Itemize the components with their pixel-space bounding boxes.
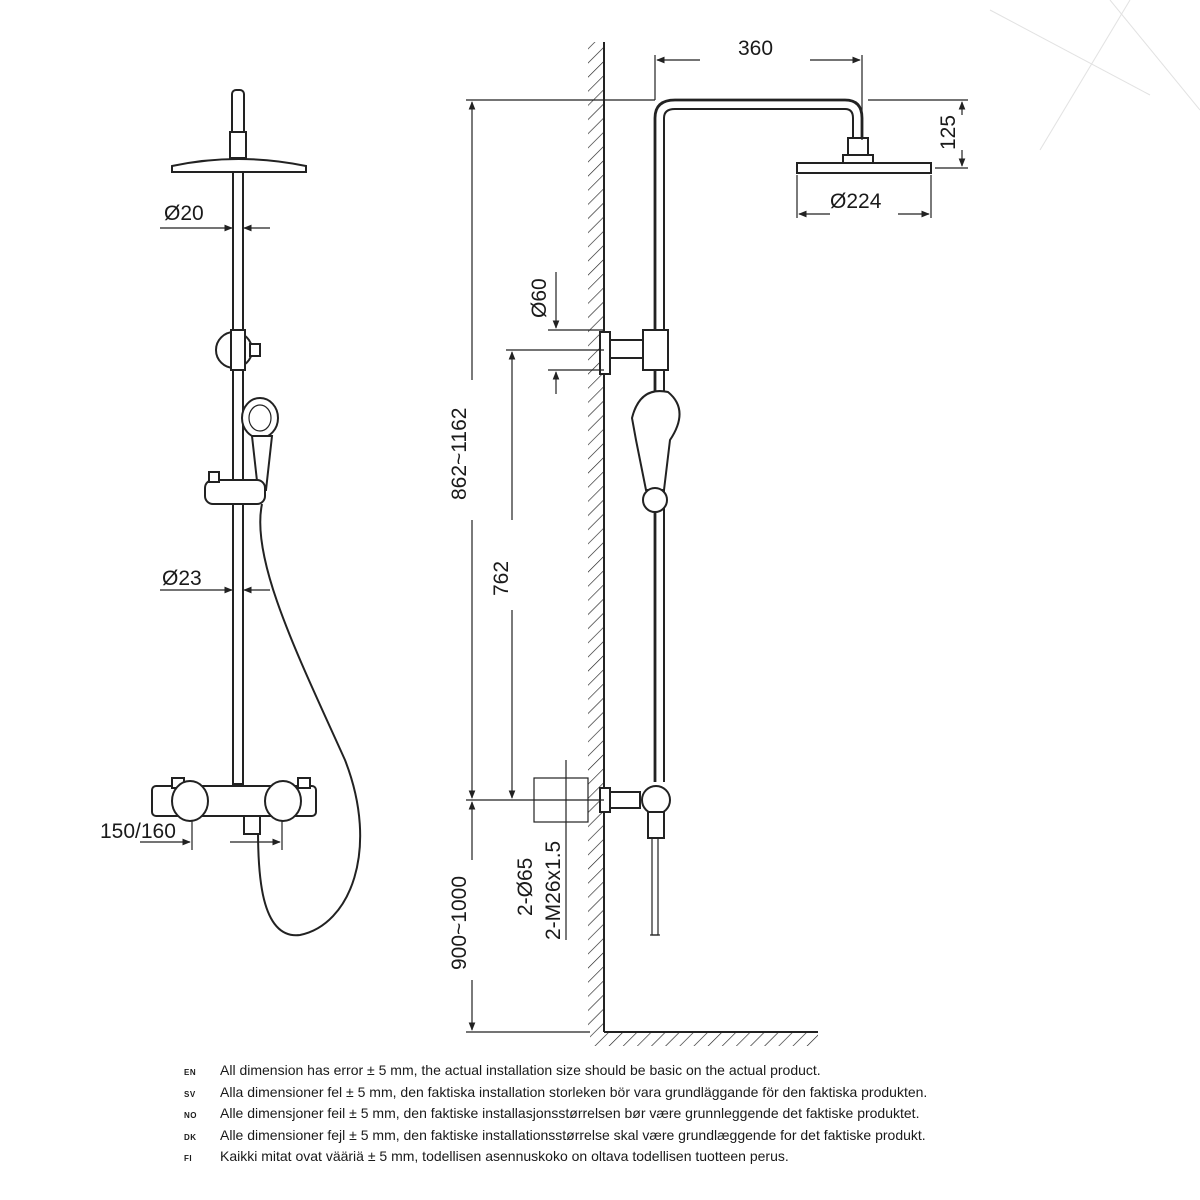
rain-head-side	[796, 162, 932, 174]
dim-rail-diameter: Ø20	[164, 202, 204, 225]
dim-mixer-width: 150/160	[100, 820, 176, 843]
rain-head-front	[171, 158, 307, 173]
note-text: Alla dimensioner fel ± 5 mm, den faktisk…	[220, 1083, 928, 1100]
hose-side	[651, 838, 659, 936]
wall-hatch	[588, 42, 604, 1032]
note-lang: DK	[184, 1132, 197, 1142]
dim-head-diameter: Ø224	[830, 190, 882, 213]
corner-decoration	[989, 0, 1200, 151]
dim-install-height: 900~1000	[448, 876, 471, 970]
side-view: 360 125 Ø224 Ø60 862~1162 762 2-Ø65 2-M2…	[448, 37, 968, 1046]
wall-bracket-side	[609, 339, 647, 359]
dim-rail-height: 762	[490, 561, 513, 596]
dim-cover-diameter: 2-Ø65	[514, 858, 537, 916]
note-row: EN All dimension has error ± 5 mm, the a…	[184, 1062, 1144, 1084]
note-lang: EN	[184, 1068, 197, 1077]
dim-bracket-diameter: Ø60	[528, 278, 551, 318]
note-text: Alle dimensjoner feil ± 5 mm, den faktis…	[220, 1105, 920, 1121]
hose-outlet	[243, 815, 261, 835]
note-text: Alle dimensioner fejl ± 5 mm, den faktis…	[220, 1126, 926, 1143]
mixer-knob-right	[264, 780, 302, 822]
note-lang: NO	[184, 1111, 197, 1120]
note-row: SV Alla dimensioner fel ± 5 mm, den fakt…	[184, 1084, 1144, 1106]
dim-head-drop: 125	[937, 115, 960, 150]
slider-holder	[204, 479, 266, 505]
note-row: NO Alle dimensjoner feil ± 5 mm, den fak…	[184, 1105, 1144, 1127]
front-view: Ø20 Ø23 150/160	[100, 89, 362, 937]
dim-total-height: 862~1162	[448, 408, 471, 500]
note-row: FI Kaikki mitat ovat vääriä ± 5 mm, tode…	[184, 1148, 1144, 1170]
note-row: DK Alle dimensioner fejl ± 5 mm, den fak…	[184, 1127, 1144, 1149]
note-text: Kaikki mitat ovat vääriä ± 5 mm, todelli…	[220, 1148, 789, 1164]
mixer-knob-left	[171, 780, 209, 822]
note-lang: FI	[184, 1154, 193, 1163]
dim-arm-reach: 360	[738, 37, 773, 60]
hand-shower-side	[630, 390, 681, 491]
valve-connector	[609, 791, 641, 809]
valve-elbow	[641, 785, 671, 815]
hose-front	[257, 503, 362, 937]
head-connector	[229, 131, 247, 159]
note-lang: SV	[184, 1089, 196, 1099]
main-rail	[232, 171, 244, 785]
tolerance-notes: EN All dimension has error ± 5 mm, the a…	[184, 1062, 1144, 1170]
riser-arm	[653, 98, 864, 782]
dim-thread: 2-M26x1.5	[542, 841, 565, 940]
dim-lower-rail-diameter: Ø23	[162, 567, 202, 590]
floor-hatch	[590, 1032, 818, 1046]
hand-shower-head	[241, 397, 279, 439]
note-text: All dimension has error ± 5 mm, the actu…	[220, 1062, 821, 1078]
